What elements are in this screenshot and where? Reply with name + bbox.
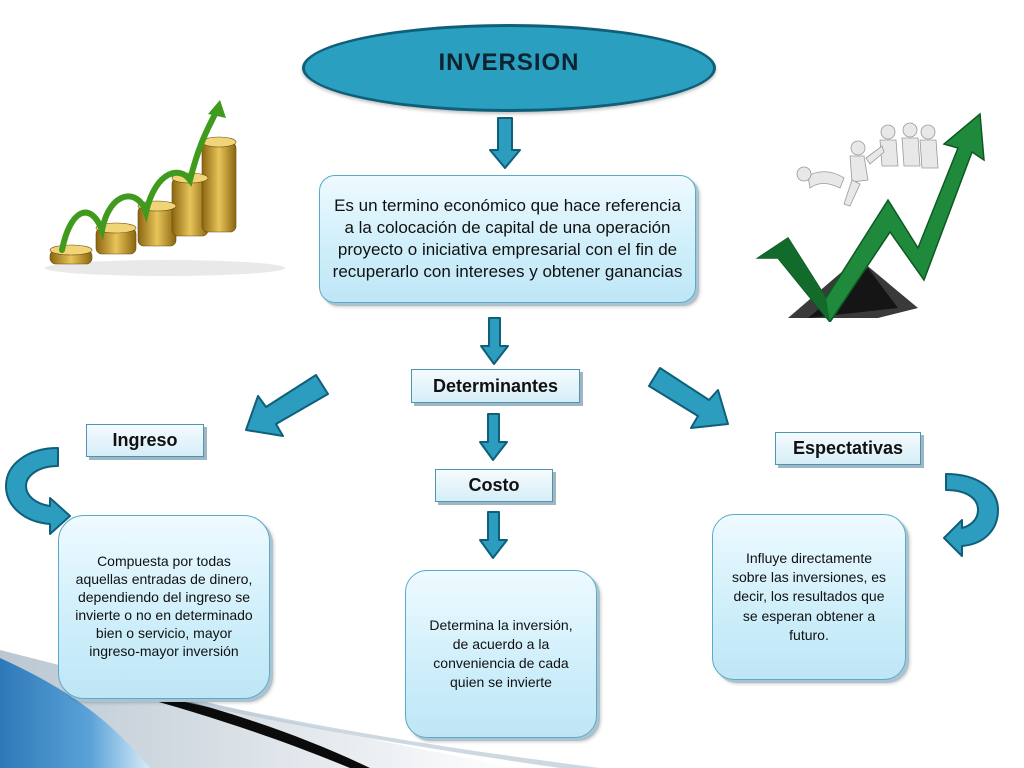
- diagram-title: INVERSION: [438, 49, 580, 76]
- espectativas-box: Espectativas: [775, 432, 921, 465]
- ingreso-description-box: Compuesta por todas aquellas entradas de…: [58, 515, 270, 699]
- curved-arrow-left: [5, 447, 71, 535]
- down-arrow-title: [489, 117, 521, 169]
- people-climbing-green-arrow-icon: [748, 108, 988, 322]
- ingreso-label: Ingreso: [112, 430, 178, 450]
- diagonal-arrow-right: [648, 367, 729, 429]
- growing-coin-stacks-icon: [45, 100, 285, 276]
- ingreso-box: Ingreso: [86, 424, 204, 457]
- determinantes-label: Determinantes: [432, 375, 559, 396]
- espectativas-description-box: Influye directamente sobre las inversion…: [712, 514, 906, 680]
- ingreso-description: Compuesta por todas aquellas entradas de…: [75, 553, 253, 659]
- down-arrow-costo: [479, 511, 508, 559]
- title-ellipse: INVERSION: [302, 24, 716, 112]
- espectativas-label: Espectativas: [792, 438, 904, 458]
- determinantes-box: Determinantes: [411, 369, 580, 403]
- down-arrow-determinantes: [479, 413, 508, 461]
- curved-arrow-right: [943, 473, 999, 557]
- costo-box: Costo: [435, 469, 553, 502]
- definition-text: Es un termino económico que hace referen…: [332, 195, 683, 282]
- costo-description: Determina la inversión, de acuerdo a la …: [429, 616, 573, 691]
- costo-label: Costo: [468, 475, 520, 495]
- diagonal-arrow-left: [245, 374, 329, 437]
- espectativas-description: Influye directamente sobre las inversion…: [731, 550, 887, 643]
- costo-description-box: Determina la inversión, de acuerdo a la …: [405, 570, 597, 738]
- down-arrow-definition: [480, 317, 509, 365]
- definition-box: Es un termino económico que hace referen…: [319, 175, 696, 303]
